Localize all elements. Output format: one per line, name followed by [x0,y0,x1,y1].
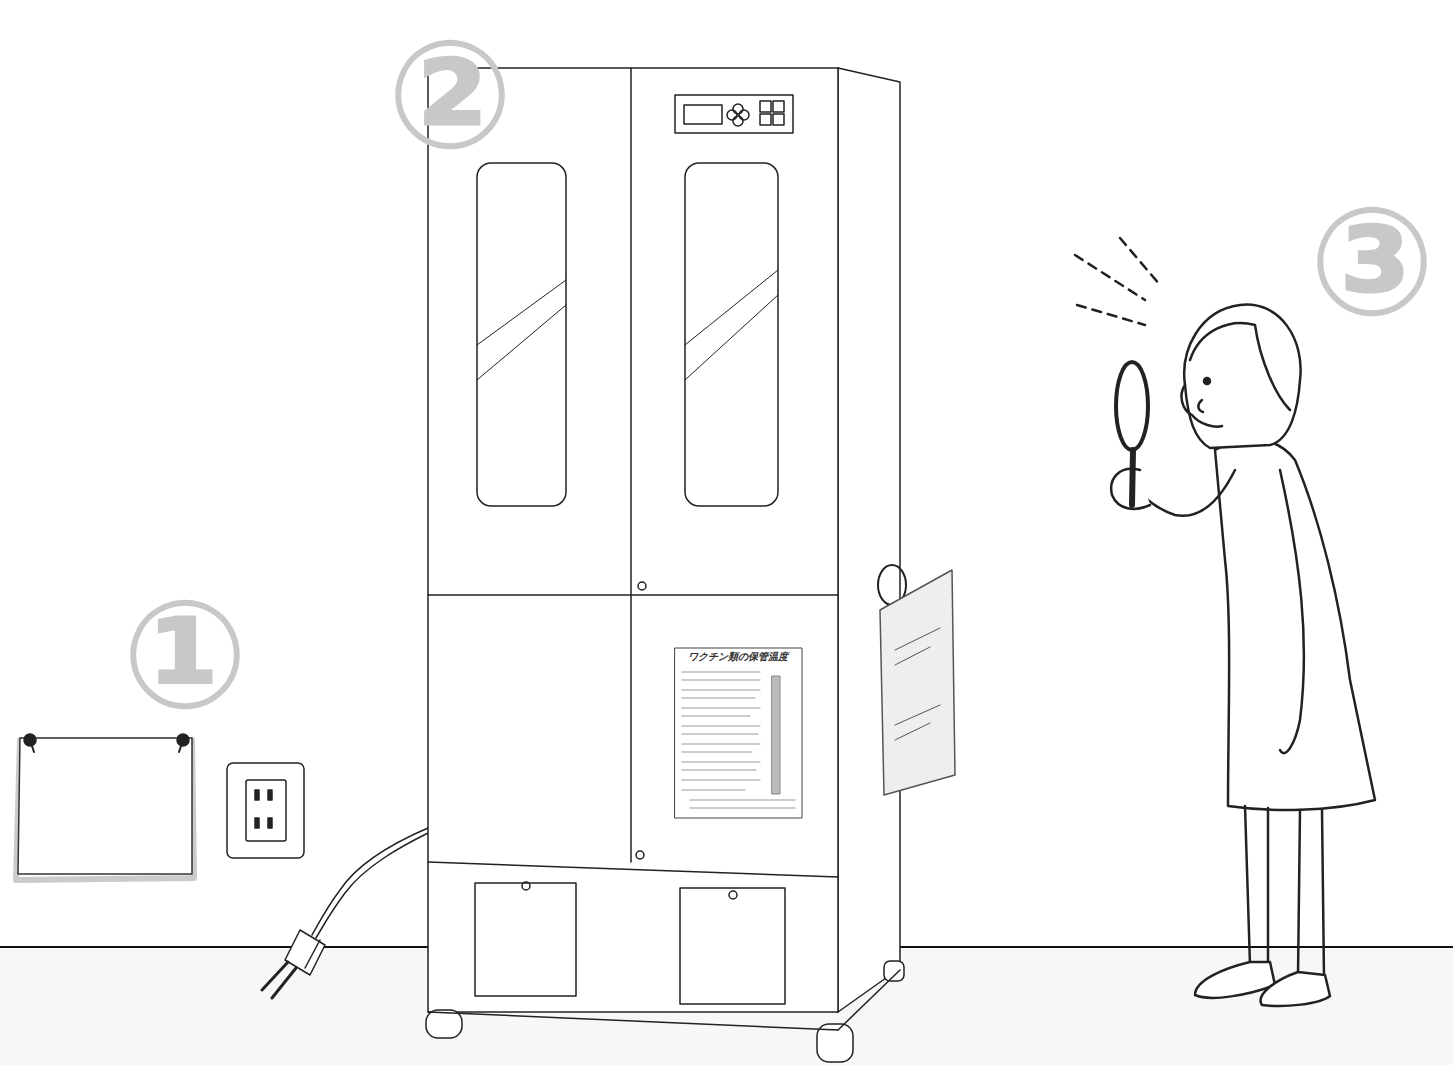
power-cord [262,828,428,998]
vaccine-refrigerator [426,68,955,1062]
callout-number: ① [121,580,248,730]
power-outlet [227,763,304,858]
callout-number: ② [386,20,513,170]
callout-number: ③ [1308,187,1435,337]
poster-title: ワクチン類の保管温度 [688,652,788,662]
person-with-magnifier [1075,238,1375,1006]
wall-note [16,734,194,880]
